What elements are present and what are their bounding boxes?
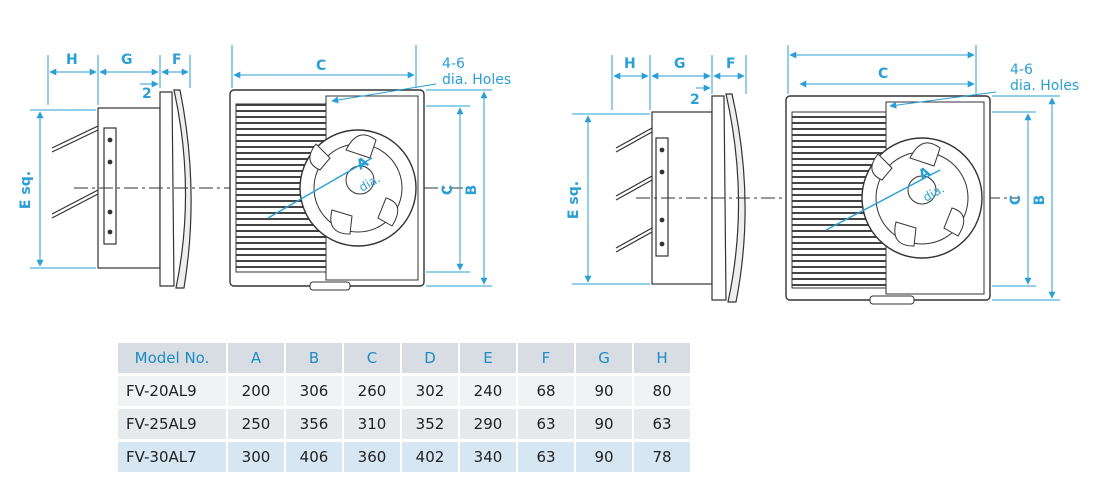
header-G: G	[576, 343, 632, 373]
cell-C: 360	[344, 442, 400, 472]
cell-E: 290	[460, 409, 516, 439]
cell-H: 80	[634, 376, 690, 406]
right-diagram: H G F 2 C 4-6 dia. Holes E sq. A dia. C …	[566, 45, 1079, 305]
cell-G: 90	[576, 442, 632, 472]
cell-B: 306	[286, 376, 342, 406]
cell-H: 63	[634, 409, 690, 439]
cell-A: 250	[228, 409, 284, 439]
cell-F: 63	[518, 442, 574, 472]
left-label-F: F	[172, 52, 182, 68]
cell-D: 402	[402, 442, 458, 472]
left-label-C: C	[316, 58, 326, 74]
header-F: F	[518, 343, 574, 373]
left-label-E: E sq.	[18, 171, 34, 209]
cell-model: FV-30AL7	[118, 442, 226, 472]
cell-D: 302	[402, 376, 458, 406]
left-holes-line2: dia. Holes	[442, 72, 511, 88]
cell-G: 90	[576, 409, 632, 439]
table-row: FV-20AL9 200 306 260 302 240 68 90 80	[118, 376, 690, 406]
dimension-table: Model No. A B C D E F G H FV-20AL9 200 3…	[116, 340, 692, 475]
header-D: D	[402, 343, 458, 373]
right-label-F: F	[726, 56, 736, 72]
header-model: Model No.	[118, 343, 226, 373]
cell-E: 340	[460, 442, 516, 472]
header-A: A	[228, 343, 284, 373]
right-holes-line1: 4-6	[1010, 62, 1033, 78]
left-label-C-side: C	[440, 185, 456, 195]
fan-dimension-drawings: H G F 2 C 4-6 dia. Holes E sq. A dia. C …	[18, 45, 1079, 305]
cell-B: 406	[286, 442, 342, 472]
header-B: B	[286, 343, 342, 373]
left-label-G: G	[121, 52, 133, 68]
left-dimensions	[30, 45, 492, 287]
cell-model: FV-25AL9	[118, 409, 226, 439]
cell-E: 240	[460, 376, 516, 406]
cell-model: FV-20AL9	[118, 376, 226, 406]
table-row: FV-30AL7 300 406 360 402 340 63 90 78	[118, 442, 690, 472]
left-front-view	[229, 89, 425, 291]
right-label-C-side: C	[1008, 195, 1024, 205]
cell-F: 63	[518, 409, 574, 439]
right-label-C: C	[878, 66, 888, 82]
left-label-B: B	[464, 185, 480, 196]
right-label-B: B	[1032, 195, 1048, 206]
right-dimensions	[572, 45, 1060, 301]
right-holes-line2: dia. Holes	[1010, 78, 1079, 94]
right-label-H: H	[624, 56, 636, 72]
left-label-H: H	[66, 52, 78, 68]
header-H: H	[634, 343, 690, 373]
right-label-E: E sq.	[566, 181, 582, 219]
cell-C: 260	[344, 376, 400, 406]
right-label-G: G	[674, 56, 686, 72]
cell-B: 356	[286, 409, 342, 439]
header-C: C	[344, 343, 400, 373]
cell-A: 200	[228, 376, 284, 406]
left-holes-line1: 4-6	[442, 56, 465, 72]
table-header-row: Model No. A B C D E F G H	[118, 343, 690, 373]
cell-F: 68	[518, 376, 574, 406]
left-side-view	[51, 89, 192, 289]
left-diagram: H G F 2 C 4-6 dia. Holes E sq. A dia. C …	[18, 45, 511, 291]
right-label-2: 2	[690, 92, 700, 108]
right-front-view	[785, 95, 991, 305]
left-label-2: 2	[142, 86, 152, 102]
cell-H: 78	[634, 442, 690, 472]
cell-C: 310	[344, 409, 400, 439]
cell-G: 90	[576, 376, 632, 406]
cell-D: 352	[402, 409, 458, 439]
header-E: E	[460, 343, 516, 373]
cell-A: 300	[228, 442, 284, 472]
table-row: FV-25AL9 250 356 310 352 290 63 90 63	[118, 409, 690, 439]
